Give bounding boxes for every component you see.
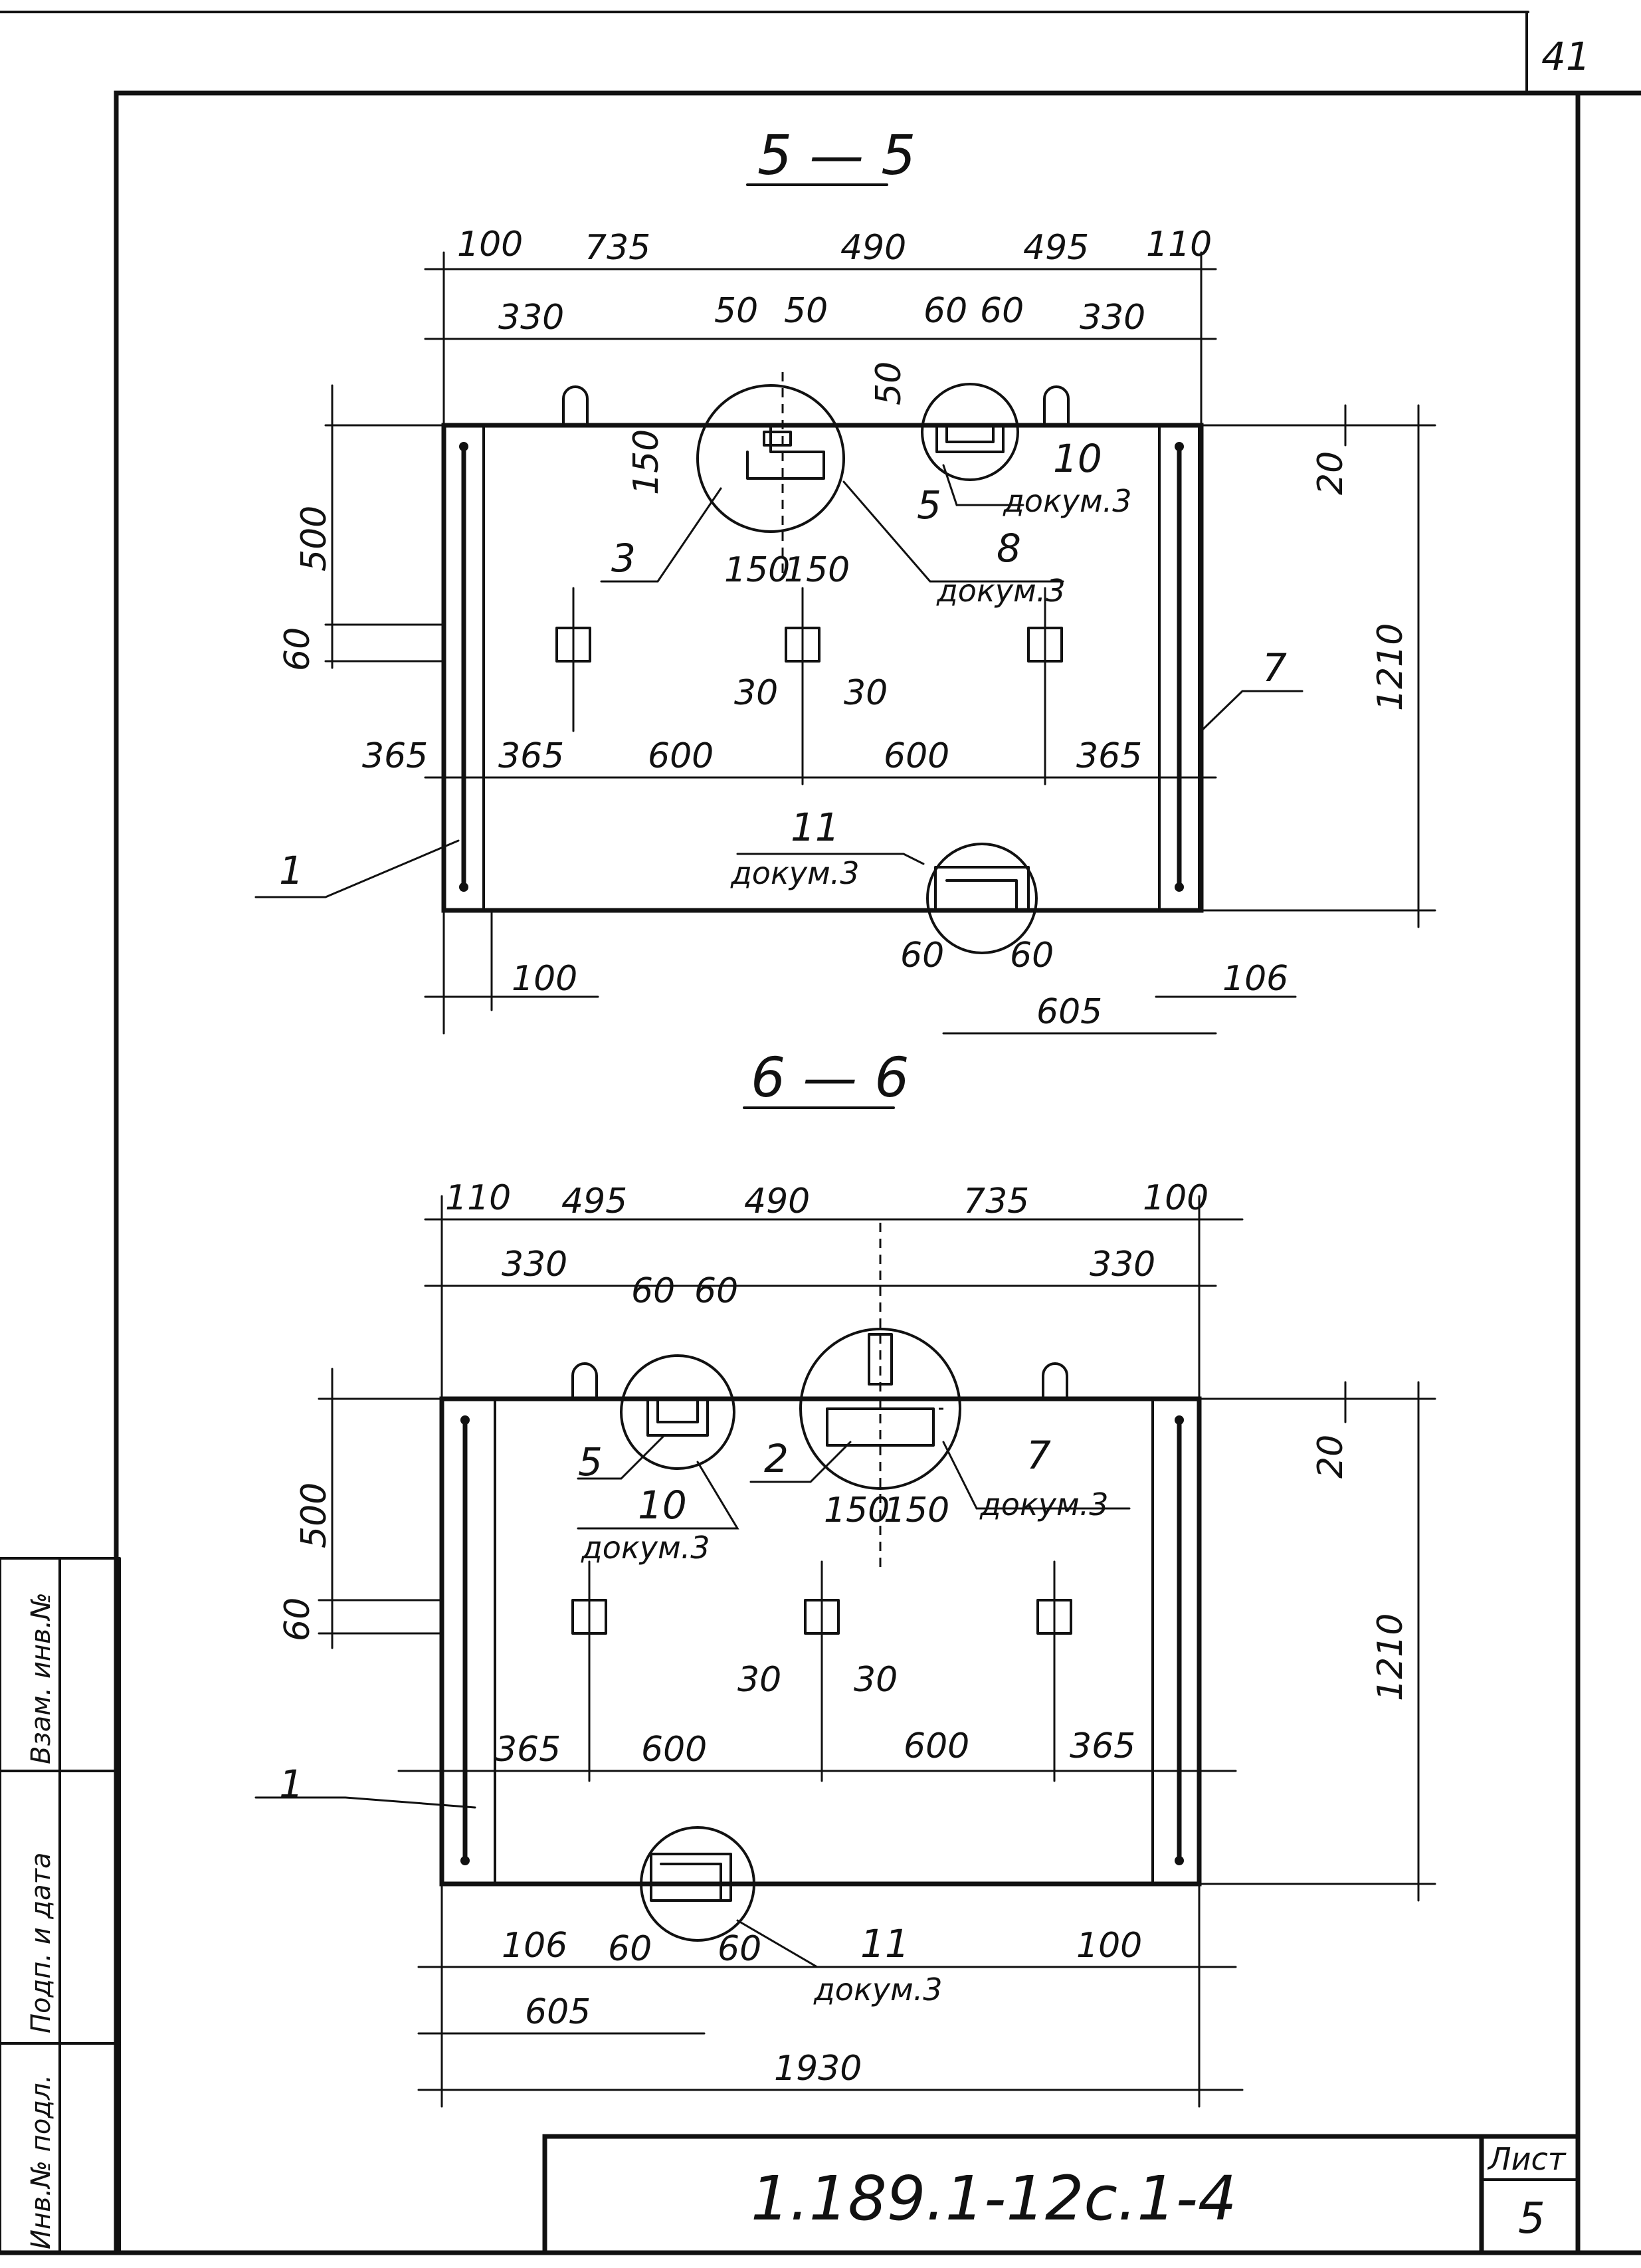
s5-callout-3: 3 [611,536,636,581]
s5-dim-top-2: 490 [840,228,906,268]
s6-dim-top-1: 495 [561,1182,627,1221]
sheet-label: Лист [1487,2141,1567,2177]
s6-dim-second-2: 60 [694,1271,738,1311]
stamp-inv-podl: Инв.№ подл. [26,2075,56,2249]
s6-callout-7-doc: докум.3 [979,1487,1109,1522]
s5-dim-mid-0: 50 [869,361,909,405]
s6-dim-center-1: 150 [884,1491,949,1530]
s5-dim-second-4: 60 [980,291,1024,331]
s5-dim-center-2: 30 [734,673,778,713]
s6-dim-row-1: 600 [641,1730,707,1770]
s5-dim-second-5: 330 [1080,298,1145,338]
s5-dim-right-0: 20 [1311,451,1351,495]
s5-dim-bottom-2: 60 [1010,936,1054,976]
section-6-title: 6 — 6 [751,1047,909,1110]
s5-dim-second-0: 330 [498,298,564,338]
s5-dim-second-3: 60 [923,291,967,331]
s6-dim-bottom-4: 100 [1076,1926,1142,1966]
section-5-5: 5 — 5 [254,124,1436,1035]
s6-dim-right-1: 1210 [1371,1613,1410,1701]
s5-callout-7: 7 [1262,645,1287,690]
s5-dim-left-0: 500 [294,506,334,571]
s5-dim-mid-1: 150 [627,429,666,495]
s5-dim-second-1: 50 [714,291,758,331]
s6-dim-top-4: 100 [1143,1178,1208,1218]
s6-callout-11-doc: докум.3 [813,1972,943,2008]
s6-dim-left-0: 500 [294,1483,334,1548]
s5-callout-1: 1 [279,848,304,893]
s5-dim-second-2: 50 [784,291,828,331]
s5-dim-top-1: 735 [585,228,650,268]
s5-dim-row-1: 365 [498,736,564,776]
sheet-number: 5 [1518,2194,1545,2243]
corner-page-number: 41 [1541,34,1591,79]
s5-dim-top-4: 110 [1146,225,1212,264]
s5-callout-8-doc: докум.3 [936,573,1066,609]
s5-callout-8: 8 [997,526,1021,571]
stamp-vzam-inv: Взам. инв.№ [26,1592,56,1764]
s5-dim-bottom-3: 605 [1036,992,1102,1032]
s6-callout-5: 5 [578,1439,603,1485]
s6-callout-1: 1 [279,1762,304,1807]
s6-dim-top-3: 735 [963,1182,1029,1221]
s6-dim-top-2: 490 [744,1182,810,1221]
s6-dim-row-3: 365 [1070,1726,1135,1766]
sheet-frame [0,11,1641,2255]
s5-dim-center-1: 150 [784,550,850,590]
s5-callout-11: 11 [791,805,840,850]
s6-dim-center-2: 30 [737,1660,781,1700]
s6-dim-bottom-3: 605 [525,1992,591,2032]
s6-dim-right-0: 20 [1311,1435,1351,1479]
s5-dim-row-3: 600 [884,736,949,776]
s6-dim-bottom-1: 60 [608,1929,652,1969]
s5-dim-row-2: 600 [648,736,714,776]
section-6-6: 6 — 6 [254,1047,1436,2108]
s6-dim-center-0: 150 [824,1491,890,1530]
s5-dim-bottom-0: 100 [512,959,577,999]
s5-dim-center-0: 150 [724,550,790,590]
s5-dim-row-0: 365 [362,736,428,776]
stamp-podp-data: Подп. и дата [26,1853,56,2033]
s5-dim-top-0: 100 [457,225,523,264]
s5-callout-10-doc: докум.3 [1003,483,1132,519]
s6-callout-2: 2 [764,1436,789,1481]
s6-callout-7: 7 [1026,1433,1051,1478]
s5-dim-right-1: 1210 [1371,623,1410,711]
side-stamp: Инв.№ подл. Подп. и дата Взам. инв.№ [0,1557,121,2254]
s6-dim-bottom-2: 60 [718,1929,761,1969]
s5-callout-5: 5 [917,482,941,528]
s6-dim-bottom-5: 1930 [774,2049,862,2089]
s6-dim-top-0: 110 [445,1178,511,1218]
s6-dim-second-3: 330 [1090,1245,1155,1285]
s6-callout-10-doc: докум.3 [581,1530,710,1566]
s6-callout-11: 11 [860,1921,910,1966]
s6-dim-center-3: 30 [854,1660,898,1700]
s6-dim-bottom-0: 106 [502,1926,567,1966]
s5-dim-left-1: 60 [278,627,318,671]
s6-callout-10: 10 [638,1483,687,1528]
s6-dim-row-2: 600 [904,1726,969,1766]
s6-dim-row-0: 365 [495,1730,561,1770]
s5-dim-center-3: 30 [844,673,888,713]
s6-dim-second-1: 60 [631,1271,675,1311]
s5-callout-11-doc: докум.3 [730,855,860,891]
s5-dim-bottom-4: 106 [1222,959,1288,999]
s6-dim-second-0: 330 [502,1245,567,1285]
title-block: 1.189.1-12с.1-4 Лист 5 [542,2134,1581,2255]
s5-dim-row-4: 365 [1076,736,1142,776]
drawing-code: 1.189.1-12с.1-4 [751,2163,1237,2234]
s5-callout-10: 10 [1053,436,1102,481]
s6-dim-left-1: 60 [278,1598,318,1641]
s5-dim-bottom-1: 60 [900,936,944,976]
s5-dim-top-3: 495 [1023,228,1089,268]
section-5-title: 5 — 5 [757,124,916,187]
